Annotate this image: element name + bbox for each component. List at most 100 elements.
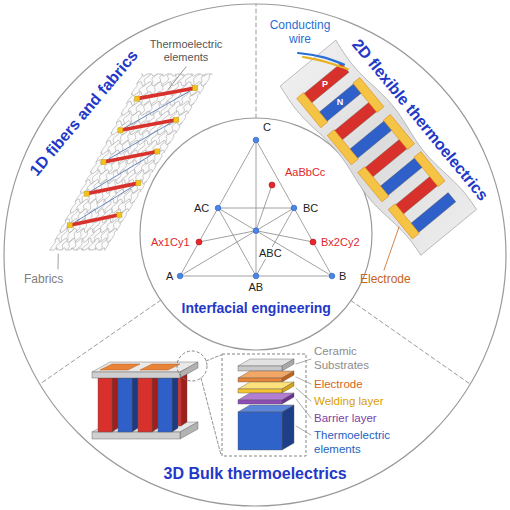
fiber-joint: [118, 128, 123, 133]
fabric-yarn: [100, 74, 206, 250]
fiber-joint: [67, 223, 72, 228]
welding-layer: [238, 389, 282, 393]
n-leg: [132, 374, 138, 432]
thermoelectric-fiber: [137, 88, 195, 99]
part-label: Electrode: [360, 272, 411, 286]
sector-region: 1D fibers and fabrics: [25, 45, 143, 181]
phase-line: [256, 208, 294, 276]
fabric-ground: [50, 74, 212, 250]
p-leg: [112, 374, 118, 432]
outer-circle: [4, 4, 506, 506]
thermoelectric-block: [282, 405, 294, 450]
phase-point: [215, 205, 221, 211]
p-leg: [152, 374, 158, 432]
phase-label: C: [262, 121, 272, 133]
part-label: Thermoelectric elements: [145, 38, 227, 64]
fabric-illustration: [50, 67, 212, 269]
fabric-connector: [120, 88, 195, 130]
zoom-circle: [177, 351, 207, 381]
core-circle: Interfacial engineering: [180, 300, 333, 316]
layer-label: Electrode: [314, 378, 363, 392]
layer-label: Ceramic Substrates: [314, 345, 390, 373]
n-leg: [118, 378, 132, 432]
layer-label: Thermoelectric elements: [314, 429, 409, 457]
region-title: 1D fibers and fabrics: [26, 47, 142, 180]
leg-type-letter: N: [337, 98, 344, 107]
phase-label: B: [338, 270, 347, 282]
fabric-connector: [70, 183, 139, 225]
phase-point: [177, 273, 183, 279]
leg-type-letter: P: [322, 80, 328, 89]
phase-line: [218, 208, 256, 276]
thermoelectric-fiber: [70, 215, 120, 226]
compound-label: Ax1Cy1: [150, 236, 191, 248]
barrier-layer: [238, 400, 282, 404]
region-title: 2D flexible thermoelectrics: [348, 36, 492, 205]
fiber-joint: [155, 149, 160, 154]
phase-label: AB: [248, 281, 265, 293]
phase-label: A: [165, 270, 174, 282]
compound-point: [310, 239, 316, 245]
compound-point: [269, 182, 275, 188]
electrode-pad: [100, 364, 140, 370]
sector-divider: [351, 301, 470, 384]
conducting-wire: [303, 57, 348, 69]
n-leg: [158, 378, 172, 432]
fiber-joint: [136, 181, 141, 186]
fabric-yarn: [95, 74, 199, 250]
part-label: Fabrics: [24, 272, 63, 286]
leader-line: [168, 67, 186, 89]
compound-label: AaBbCc: [284, 166, 326, 178]
electrode-layer: [282, 371, 294, 382]
phase-point: [291, 205, 297, 211]
leader-line: [296, 388, 311, 401]
conducting-wire: [298, 53, 344, 65]
electrode-pad: [388, 204, 419, 239]
phase-label: AC: [193, 202, 210, 214]
p-leg: [98, 378, 112, 432]
leader-line: [58, 254, 59, 269]
compound-point: [196, 239, 202, 245]
ceramic-plate: [92, 362, 198, 372]
fabric-yarn: [104, 74, 211, 250]
barrier-layer: [282, 393, 294, 404]
part-label: Conducting wire: [264, 18, 336, 47]
phase-line: [256, 185, 272, 231]
compound-label: Bx2Cy2: [320, 236, 361, 248]
electrode-layer: [238, 378, 282, 382]
leader-line: [296, 399, 311, 418]
fabric-connector: [87, 151, 158, 193]
phase-point: [253, 273, 259, 279]
inner-circle: [140, 118, 372, 350]
phase-point: [253, 137, 259, 143]
thermoelectric-fiber: [87, 183, 139, 194]
zoom-frame: [222, 354, 306, 456]
fiber-joint: [135, 96, 140, 101]
phase-line: [218, 208, 294, 209]
zoom-line: [206, 355, 221, 361]
phase-label: ABC: [258, 247, 283, 259]
thermoelectric-fiber: [104, 151, 158, 162]
ceramic-plate: [92, 432, 180, 439]
ceramic-plate: [92, 372, 180, 378]
ceramic-layer: [282, 359, 294, 371]
n-leg: [172, 374, 178, 432]
fiber-joint: [174, 117, 179, 122]
leader-line: [296, 359, 311, 364]
phase-label: BC: [302, 202, 319, 214]
phase-line: [256, 231, 313, 242]
fiber-joint: [101, 160, 106, 165]
thermoelectric-fiber: [120, 120, 176, 131]
fabric-yarn: [142, 74, 212, 76]
leader-line: [296, 426, 311, 435]
layer-label: Barrier layer: [314, 412, 377, 426]
zoom-line: [201, 378, 221, 455]
layer-label: Welding layer: [314, 395, 383, 409]
phase-point: [329, 273, 335, 279]
electrode-pad: [140, 364, 180, 370]
electrode-pad: [327, 130, 358, 165]
sector-region: 3D Bulk thermoelectrics: [162, 465, 349, 483]
welding-layer: [282, 382, 294, 393]
electrode-pad: [297, 93, 328, 128]
